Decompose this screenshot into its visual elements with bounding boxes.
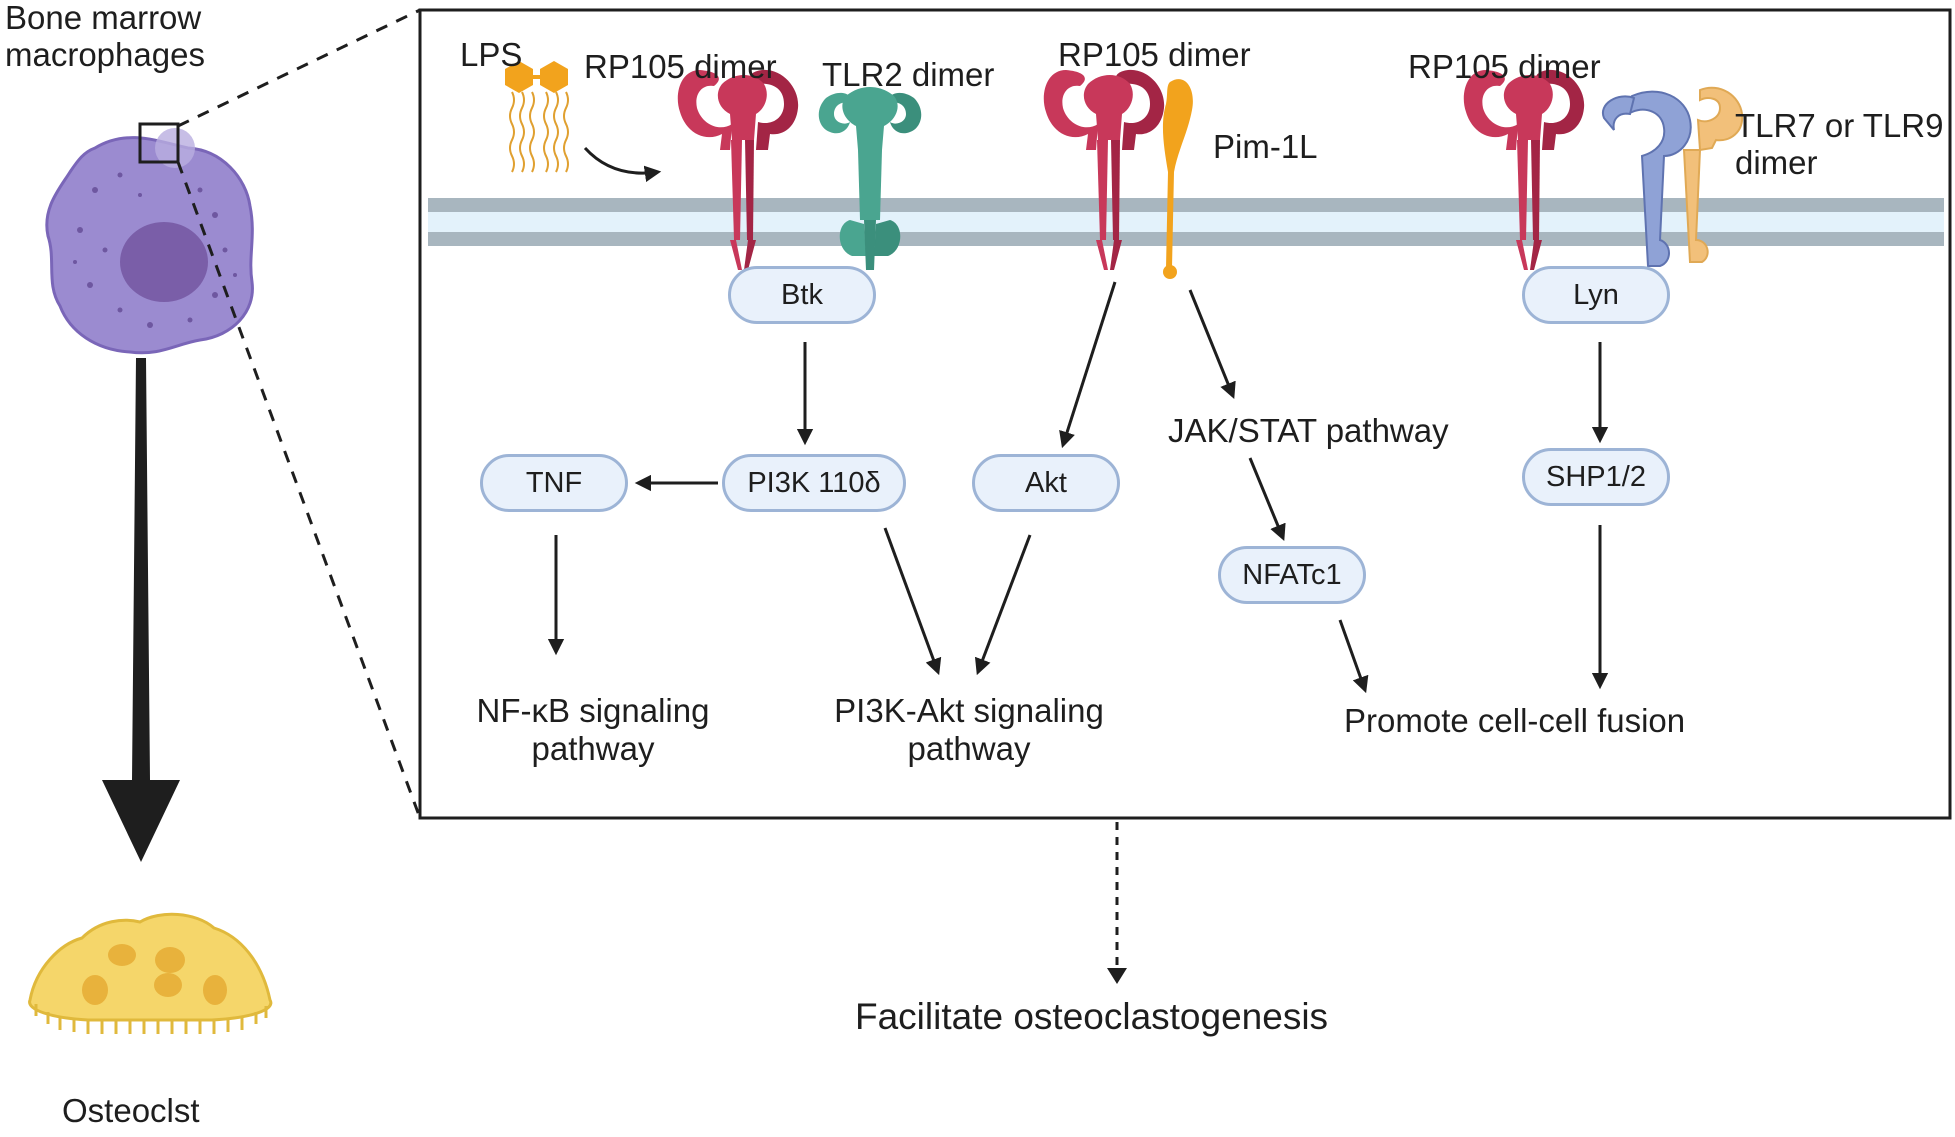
outcome-facilitate-osteoclastogenesis: Facilitate osteoclastogenesis [855,996,1329,1037]
node-akt: Akt [972,454,1120,512]
arrow-jakstat-to-nfatc1 [1248,457,1286,542]
label-rp105-dimer-a: RP105 dimer [584,48,777,85]
membrane-outer-top [428,198,1944,212]
label-osteoclast: Osteoclst [62,1092,200,1129]
arrow-pi3k-to-pi3kakt [883,527,942,676]
label-pim-1l: Pim-1L [1213,128,1318,165]
node-lyn: Lyn [1522,266,1670,324]
label-rp105-dimer-b: RP105 dimer [1058,36,1251,73]
zoom-panel-frame [418,8,1952,820]
membrane-outer-bottom [428,232,1944,246]
tlr2-dimer [818,87,922,270]
arrow-nfatc1-to-fusion [1338,619,1369,694]
zoom-source-box [138,122,180,164]
node-nfatc1: NFATc1 [1218,546,1366,604]
macrophage-nucleus [120,222,208,302]
pim-1l-protein [1162,79,1193,279]
arrow-panel-to-final-head [1107,968,1127,984]
differentiation-arrow [102,358,180,862]
node-shp1-2: SHP1/2 [1522,448,1670,506]
node-btk: Btk [728,266,876,324]
arrow-rp105b-to-akt [1059,281,1117,449]
label-lps: LPS [460,36,523,73]
arrow-pim1l-to-jakstat [1188,289,1236,400]
osteoclast-cell [28,912,273,1034]
label-rp105-dimer-c: RP105 dimer [1408,48,1601,85]
outcome-pi3k-akt-pathway: PI3K-Akt signaling pathway [834,692,1104,767]
macrophage-highlight [155,128,195,168]
zoom-connector-bottom [176,161,422,819]
node-pi3k-110d: PI3K 110δ [722,454,906,512]
tlr7-tlr9-dimer [1601,86,1744,267]
lps-binding-arrow [583,146,662,183]
outcome-cell-cell-fusion: Promote cell-cell fusion [1344,702,1686,739]
arrow-akt-to-pi3kakt [974,534,1032,676]
label-jak-stat-pathway: JAK/STAT pathway [1168,412,1449,449]
lps-molecule [505,61,569,173]
node-tnf: TNF [480,454,628,512]
zoom-connector-top [177,8,421,128]
macrophage-granules [73,172,237,328]
membrane-inner [428,212,1944,232]
label-bone-marrow-macrophages: Bone marrow macrophages [5,0,205,73]
label-tlr7-tlr9-dimer: TLR7 or TLR9 dimer [1735,107,1944,181]
label-tlr2-dimer: TLR2 dimer [822,56,995,93]
outcome-nfkb-pathway: NF-κB signaling pathway [476,692,710,767]
